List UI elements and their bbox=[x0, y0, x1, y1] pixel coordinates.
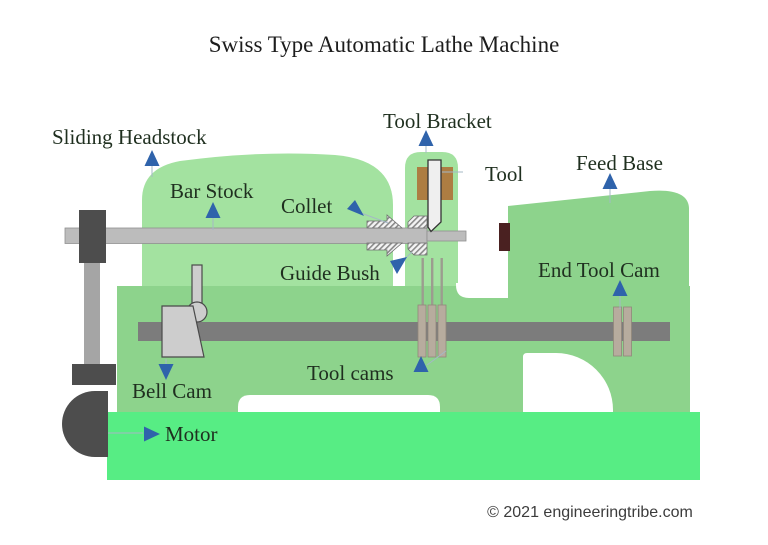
arrow-up-icon bbox=[612, 280, 628, 296]
arrow-up-icon bbox=[144, 150, 160, 166]
motor-mount-block bbox=[72, 364, 116, 385]
arrow-up-icon bbox=[418, 130, 434, 146]
tool-rod bbox=[421, 258, 424, 308]
body-notch-top bbox=[456, 283, 508, 298]
label-motor: Motor bbox=[165, 422, 218, 446]
tool-rod bbox=[431, 258, 434, 308]
label-sliding-headstock: Sliding Headstock bbox=[52, 125, 207, 149]
bearing-block bbox=[499, 223, 510, 251]
label-tool: Tool bbox=[485, 162, 523, 186]
arrow-up-right-icon bbox=[390, 257, 407, 274]
label-guide-bush: Guide Bush bbox=[280, 261, 380, 285]
sliding-headstock-shape bbox=[142, 153, 393, 286]
motor-shape bbox=[62, 391, 108, 457]
arrow-down-icon bbox=[158, 364, 174, 380]
collet-lower bbox=[366, 242, 404, 257]
support-post bbox=[84, 263, 100, 364]
arrow-up-icon bbox=[413, 356, 429, 372]
tool-cam-strip bbox=[437, 304, 447, 358]
arrow-up-icon bbox=[205, 202, 221, 218]
diagram-title: Swiss Type Automatic Lathe Machine bbox=[209, 32, 560, 57]
guide-bush-lower bbox=[407, 242, 428, 256]
machined-bar-end bbox=[426, 230, 467, 242]
label-feed-base: Feed Base bbox=[576, 151, 663, 175]
label-tool-bracket: Tool Bracket bbox=[383, 109, 492, 133]
end-tool-cam-strip bbox=[623, 306, 632, 357]
label-bell-cam: Bell Cam bbox=[132, 379, 212, 403]
bar-stock-shaft bbox=[64, 227, 428, 244]
arrow-down-right-icon bbox=[347, 200, 364, 216]
label-end-tool-cam: End Tool Cam bbox=[538, 258, 660, 282]
bell-cam-shape bbox=[161, 305, 205, 358]
copyright-text: © 2021 engineeringtribe.com bbox=[487, 504, 693, 521]
body-notch-bottom bbox=[238, 395, 440, 413]
tool-rod bbox=[440, 258, 443, 308]
end-tool-cam-strip bbox=[613, 306, 622, 357]
bell-cam-follower-stem bbox=[191, 264, 203, 308]
tool-blade bbox=[427, 159, 442, 233]
tool-cam-strip bbox=[417, 304, 427, 358]
arrow-up-icon bbox=[602, 173, 618, 189]
leader-line bbox=[360, 212, 389, 224]
label-bar-stock: Bar Stock bbox=[170, 179, 254, 203]
leader-line bbox=[426, 350, 447, 366]
guide-bush-upper bbox=[407, 215, 428, 229]
body-notch-right bbox=[523, 353, 613, 413]
machine-base-shape bbox=[107, 412, 700, 480]
label-collet: Collet bbox=[281, 194, 332, 218]
tool-cam-strip bbox=[427, 304, 437, 358]
camshaft bbox=[138, 322, 670, 341]
bar-clamp-block bbox=[79, 210, 106, 263]
label-tool-cams: Tool cams bbox=[307, 361, 394, 385]
arrow-right-icon bbox=[144, 426, 160, 442]
